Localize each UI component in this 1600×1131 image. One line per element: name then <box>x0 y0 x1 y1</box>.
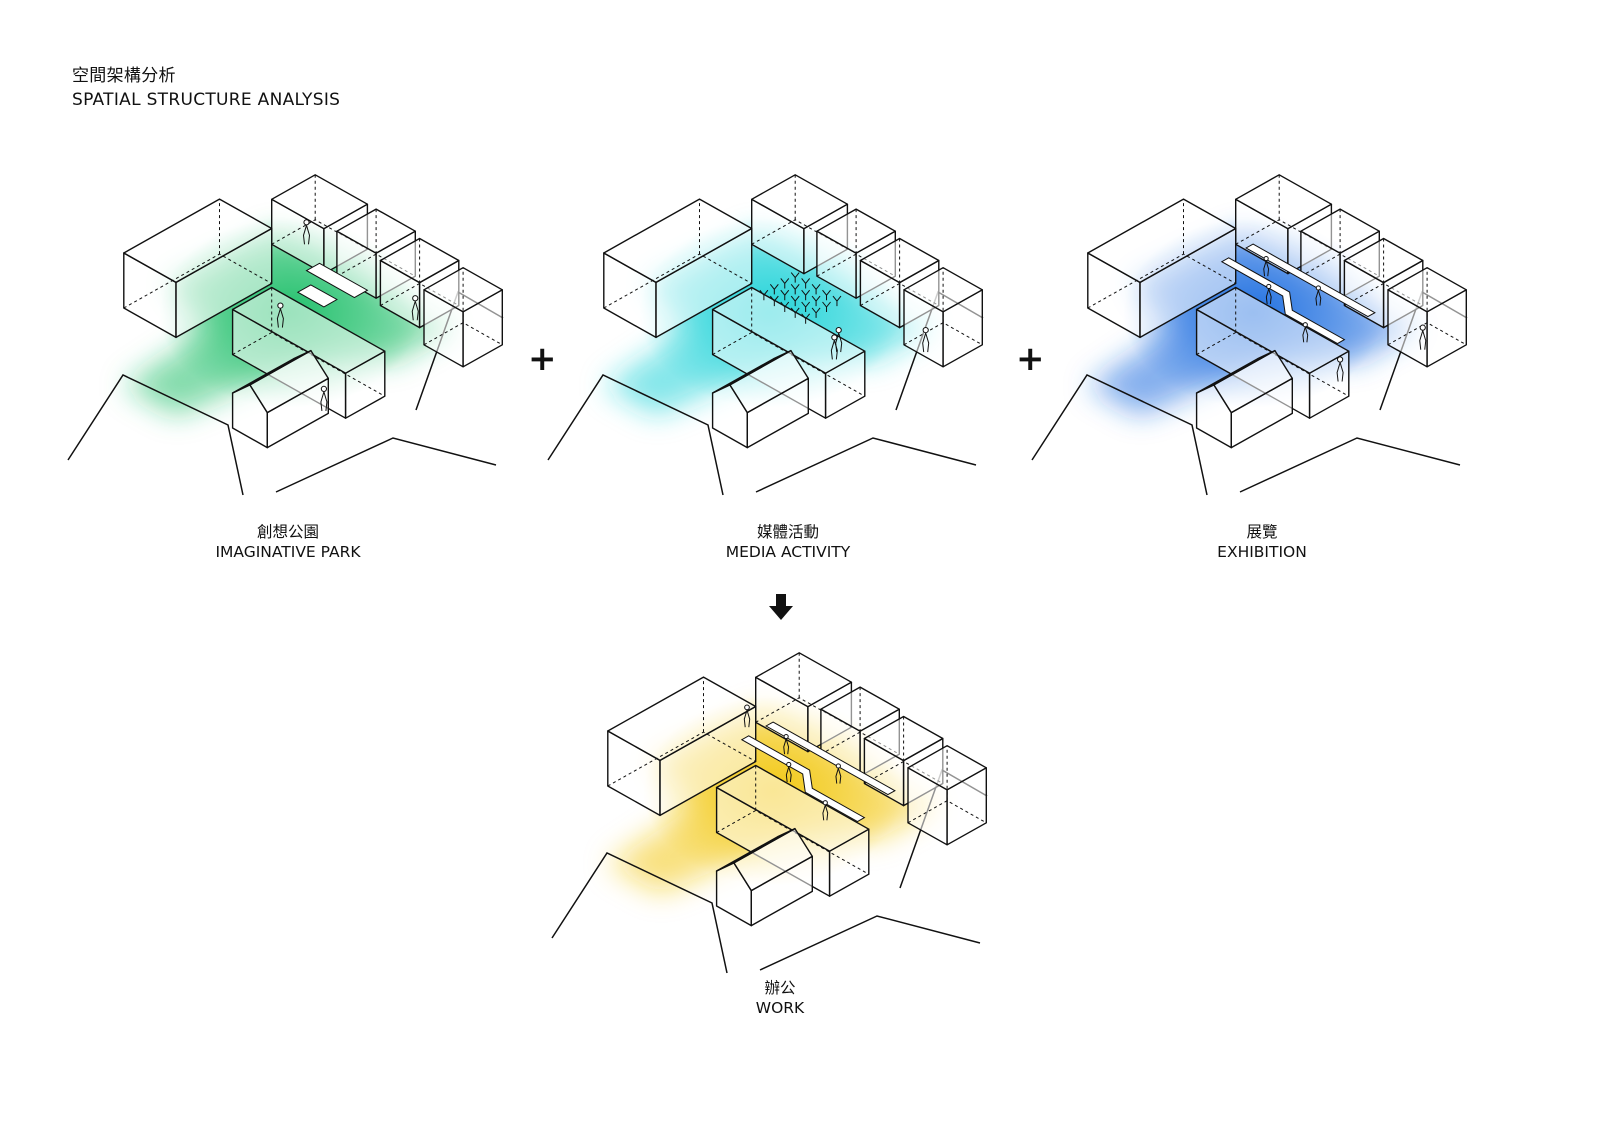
building-block <box>903 266 983 368</box>
person-figure <box>1263 255 1270 277</box>
program-elements <box>759 272 930 360</box>
building-block <box>1087 198 1237 339</box>
axonometric-work <box>551 652 988 974</box>
person-figure <box>1265 283 1272 305</box>
person-figure <box>785 761 792 783</box>
caption-imaginative-park: 創想公園 IMAGINATIVE PARK <box>138 522 438 562</box>
label-zh: 辦公 <box>764 979 796 997</box>
gable-building <box>711 349 809 449</box>
gable-building <box>1195 349 1293 449</box>
person-figure <box>922 327 930 353</box>
person-figure <box>411 295 419 321</box>
caption-media-activity: 媒體活動 MEDIA ACTIVITY <box>638 522 938 562</box>
building-block <box>1387 266 1467 368</box>
person-figure <box>835 327 843 353</box>
person-figure <box>276 302 284 328</box>
person-figure <box>822 800 829 821</box>
diagram-work <box>532 648 1002 978</box>
diagram-media-activity <box>528 170 998 500</box>
building-block <box>603 198 753 339</box>
label-zh: 展覽 <box>1246 523 1278 541</box>
page-header: 空間架構分析 SPATIAL STRUCTURE ANALYSIS <box>72 64 340 112</box>
person-figure <box>743 704 751 728</box>
arrow-down-icon <box>769 594 793 620</box>
person-figure <box>1302 322 1309 343</box>
building-block <box>123 198 273 339</box>
person-figure <box>1315 285 1322 306</box>
building-block <box>423 266 503 368</box>
caption-work: 辦公 WORK <box>630 978 930 1018</box>
gable-building <box>231 349 329 449</box>
plus-icon: + <box>528 339 557 379</box>
person-figure <box>835 763 842 784</box>
person-figure <box>830 334 838 360</box>
program-elements <box>740 704 896 823</box>
person-figure <box>302 219 311 245</box>
person-figure <box>320 385 328 411</box>
building-block <box>907 744 987 846</box>
program-elements <box>276 219 419 411</box>
gable-building <box>715 827 813 927</box>
label-en: WORK <box>755 999 805 1017</box>
title-en: SPATIAL STRUCTURE ANALYSIS <box>72 90 341 110</box>
label-en: MEDIA ACTIVITY <box>725 543 851 561</box>
label-zh: 創想公園 <box>256 523 319 541</box>
diagram-exhibition <box>1012 170 1482 500</box>
person-figure <box>783 733 790 755</box>
label-zh: 媒體活動 <box>756 523 819 541</box>
diagram-imaginative-park <box>48 170 518 500</box>
axonometric-media <box>547 174 984 496</box>
building-block <box>607 676 757 817</box>
building-block <box>270 174 369 275</box>
caption-exhibition: 展覽 EXHIBITION <box>1112 522 1412 562</box>
title-zh: 空間架構分析 <box>72 66 176 86</box>
plus-icon: + <box>1016 339 1045 379</box>
axonometric-park <box>67 174 504 496</box>
person-figure <box>1419 324 1427 350</box>
label-en: IMAGINATIVE PARK <box>215 543 361 561</box>
label-en: EXHIBITION <box>1217 543 1307 561</box>
program-elements <box>1220 243 1427 382</box>
axonometric-exhibition <box>1031 174 1468 496</box>
person-figure <box>1336 356 1344 382</box>
